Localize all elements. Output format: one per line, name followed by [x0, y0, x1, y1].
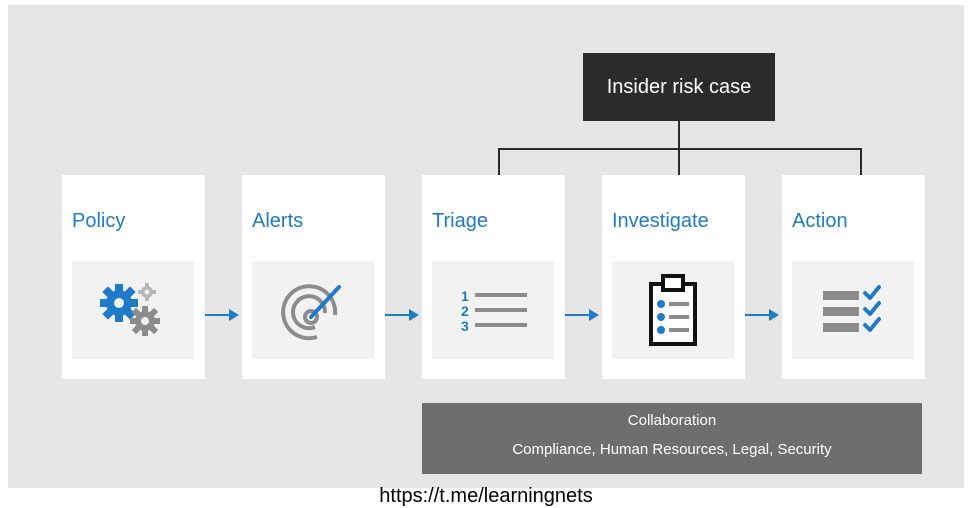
collaboration-bar: Collaboration Compliance, Human Resource… — [422, 403, 922, 474]
bracket-mid-drop — [678, 148, 680, 175]
svg-text:1: 1 — [461, 288, 469, 304]
bracket-left-drop — [498, 148, 500, 175]
stage-icon-well: 1 2 3 — [432, 261, 554, 359]
stage-title-policy: Policy — [72, 210, 126, 232]
stage-card-investigate: Investigate — [602, 175, 745, 379]
footer-url[interactable]: https://t.me/learningnets — [379, 485, 593, 507]
svg-text:2: 2 — [461, 303, 469, 319]
stage-title-triage: Triage — [432, 210, 488, 232]
stage-icon-well — [252, 261, 374, 359]
collaboration-subtitle: Compliance, Human Resources, Legal, Secu… — [512, 441, 832, 458]
flow-arrow — [385, 309, 419, 321]
bracket-stem — [678, 121, 680, 150]
insider-risk-case-label: Insider risk case — [606, 75, 752, 98]
stage-title-action: Action — [792, 210, 848, 232]
checklist-icon — [823, 285, 881, 332]
stage-card-policy: Policy — [62, 175, 205, 379]
bracket-bar — [498, 148, 862, 150]
stage-card-action: Action — [782, 175, 925, 379]
radar-alert-icon — [281, 284, 341, 341]
stage-icon-well — [792, 261, 914, 359]
svg-text:3: 3 — [461, 318, 469, 334]
flow-arrow — [565, 309, 599, 321]
stage-title-investigate: Investigate — [612, 210, 709, 232]
collaboration-title: Collaboration — [627, 412, 717, 429]
bracket-right-drop — [860, 148, 862, 175]
gears-icon — [100, 283, 160, 336]
stage-card-alerts: Alerts — [242, 175, 385, 379]
stage-title-alerts: Alerts — [252, 210, 304, 232]
insider-risk-case-box: Insider risk case — [583, 53, 775, 121]
stage-card-triage: Triage 1 2 3 — [422, 175, 565, 379]
stage-icon-well — [72, 261, 194, 359]
clipboard-icon — [649, 274, 697, 346]
numbered-list-icon: 1 2 3 — [461, 288, 527, 334]
flow-arrow — [745, 309, 779, 321]
flow-arrow — [205, 309, 239, 321]
stage-icon-well — [612, 261, 734, 359]
